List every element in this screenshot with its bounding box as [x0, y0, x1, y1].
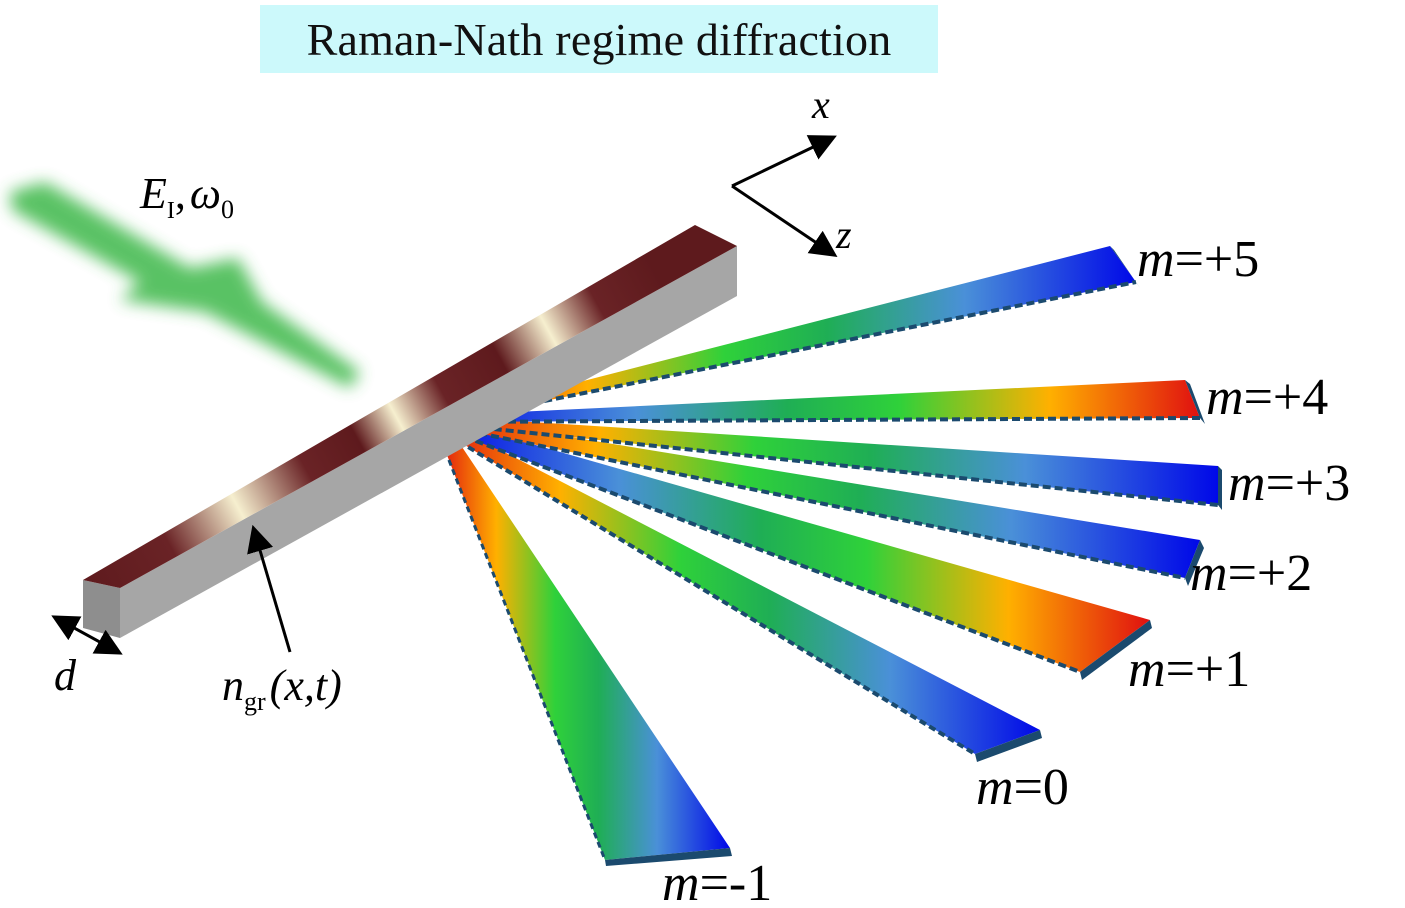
order-labels: m=+5 m=+4 m=+3 m=+2 m=+1 m=0 m=-1: [662, 231, 1350, 908]
order-m-plus-5: [449, 246, 1140, 422]
axis-z-label: z: [835, 212, 852, 257]
order-label-m-minus-1: m=-1: [662, 855, 772, 908]
order-m-0: [438, 428, 1042, 762]
field-subscript: I: [167, 198, 175, 224]
freq-symbol: ω: [190, 169, 221, 218]
order-label-m-plus-4: m=+4: [1206, 369, 1328, 426]
axis-x-label: x: [811, 82, 830, 127]
order-label-m-plus-2: m=+2: [1190, 545, 1312, 602]
index-label: ngr(x,t): [222, 661, 342, 716]
order-m-plus-2: [443, 420, 1204, 586]
svg-text:EI,ω0: EI,ω0: [139, 169, 234, 224]
diffraction-orders: [436, 246, 1222, 866]
incident-label: EI,ω0: [139, 169, 234, 224]
thickness-indicator: d: [51, 615, 123, 700]
field-separator: ,: [175, 169, 186, 218]
index-args: (x,t): [270, 661, 342, 710]
title: Raman-Nath regime diffraction: [260, 5, 938, 73]
order-label-m-plus-3: m=+3: [1228, 455, 1350, 512]
thickness-label: d: [54, 651, 77, 700]
index-symbol: n: [222, 661, 244, 710]
freq-subscript: 0: [221, 195, 234, 224]
coordinate-axes: x z: [731, 82, 852, 258]
field-symbol: E: [139, 169, 167, 218]
order-label-m-0: m=0: [976, 759, 1069, 816]
order-m-minus-1: [436, 431, 732, 866]
order-label-m-plus-1: m=+1: [1128, 641, 1250, 698]
order-m-plus-3: [445, 418, 1222, 510]
incident-beam: [10, 182, 360, 388]
grating-slab: [83, 225, 737, 638]
index-pointer: ngr(x,t): [222, 524, 342, 716]
order-m-plus-4: [447, 380, 1205, 424]
order-label-m-plus-5: m=+5: [1137, 231, 1259, 288]
index-subscript: gr: [244, 687, 266, 716]
order-m-plus-1: [441, 424, 1152, 680]
